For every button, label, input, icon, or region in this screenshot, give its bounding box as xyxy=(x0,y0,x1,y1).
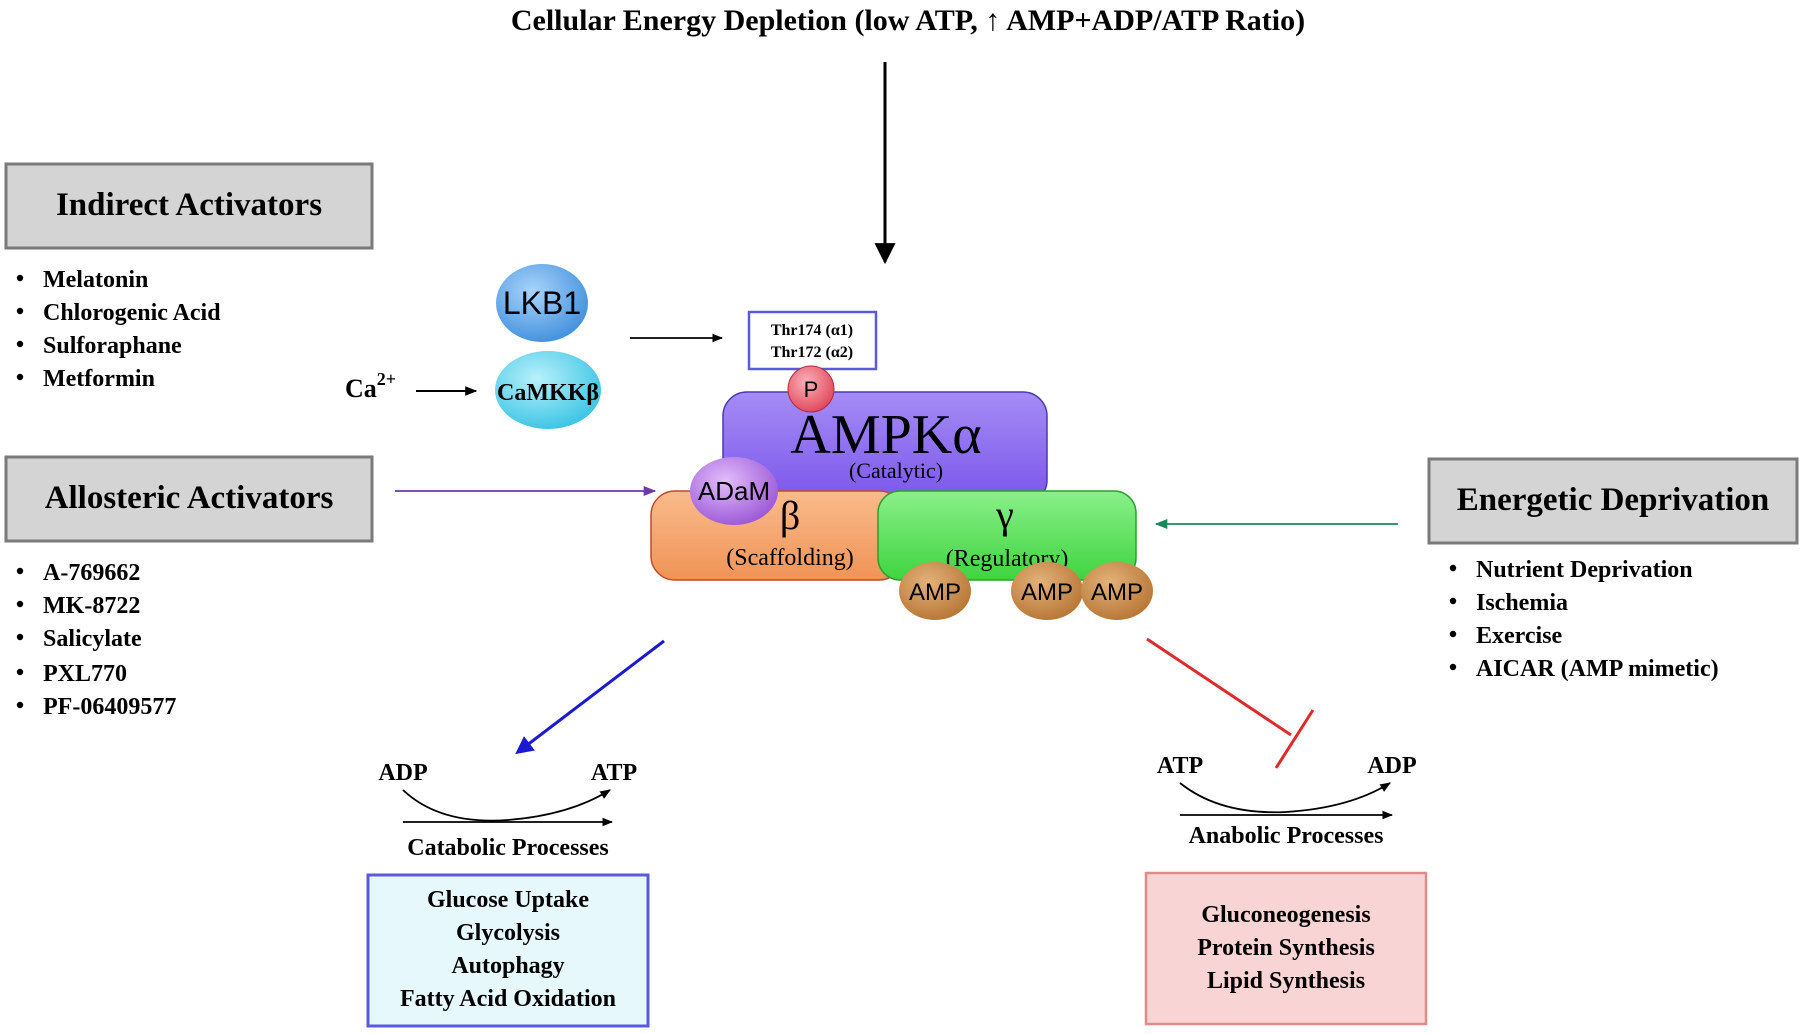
anabolic-outcome: Gluconeogenesis xyxy=(1201,902,1370,928)
phospho-site-line2: Thr172 (α2) xyxy=(771,344,853,361)
lkb1-node xyxy=(496,264,588,342)
catabolic-activation-arrow xyxy=(515,639,665,755)
anabolic-label: Anabolic Processes xyxy=(1189,823,1384,849)
bullet-icon xyxy=(16,274,24,282)
camkkb-label: CaMKKβ xyxy=(497,380,599,406)
ampk-complex: AMPKα (Catalytic) β (Scaffolding) γ (Reg… xyxy=(650,365,1153,620)
upstream-kinases: LKB1 CaMKKβ Ca2+ xyxy=(345,264,724,429)
phosphate-node xyxy=(787,365,835,413)
catabolic-to: ATP xyxy=(591,760,637,786)
energetic-item: Ischemia xyxy=(1476,590,1568,616)
anabolic-outcome: Protein Synthesis xyxy=(1197,935,1375,961)
energetic-item: AICAR (AMP mimetic) xyxy=(1476,656,1719,682)
catabolic-outcome: Glucose Uptake xyxy=(427,887,589,913)
amp-label: AMP xyxy=(1091,579,1143,606)
bullet-icon xyxy=(16,668,24,676)
allosteric-item: MK-8722 xyxy=(43,593,140,619)
catabolic-outcome: Fatty Acid Oxidation xyxy=(400,986,616,1012)
bullet-icon xyxy=(1449,564,1457,572)
anabolic-outcome: Lipid Synthesis xyxy=(1207,968,1365,994)
indirect-activators-panel: Indirect Activators Melatonin Chlorogeni… xyxy=(4,162,374,392)
energetic-item: Nutrient Deprivation xyxy=(1476,557,1693,583)
amp-label: AMP xyxy=(909,579,961,606)
bullet-icon xyxy=(16,633,24,641)
bullet-icon xyxy=(1449,663,1457,671)
energetic-deprivation-heading: Energetic Deprivation xyxy=(1457,482,1770,518)
adam-label: ADaM xyxy=(698,476,770,506)
bullet-icon xyxy=(16,600,24,608)
phospho-site-line1: Thr174 (α1) xyxy=(771,322,853,339)
allosteric-item: Salicylate xyxy=(43,626,142,652)
ampk-beta-symbol: β xyxy=(780,493,800,538)
calcium-charge: 2+ xyxy=(377,369,396,389)
energetic-item: Exercise xyxy=(1476,623,1563,649)
ampk-gamma-symbol: γ xyxy=(995,492,1014,537)
catabolic-outcome: Autophagy xyxy=(451,953,564,979)
catabolic-outcomes-box xyxy=(366,873,650,1028)
indirect-item: Chlorogenic Acid xyxy=(43,300,221,326)
indirect-activators-heading: Indirect Activators xyxy=(56,187,322,223)
allosteric-item: PF-06409577 xyxy=(43,694,176,720)
ampk-gamma-subunit xyxy=(877,490,1137,581)
calcium-base: Ca xyxy=(345,374,377,403)
amp-label: AMP xyxy=(1021,579,1073,606)
adam-site xyxy=(690,457,778,525)
anabolic-reaction-curve xyxy=(1179,782,1391,814)
amp-molecule xyxy=(1081,562,1153,620)
inhibition-bar xyxy=(1274,709,1315,769)
catabolic-reaction-curve xyxy=(402,789,611,822)
catabolic-outcome: Glycolysis xyxy=(456,920,560,946)
allosteric-activators-panel: Allosteric Activators A-769662 MK-8722 S… xyxy=(4,455,374,720)
ampk-alpha-role: (Catalytic) xyxy=(849,458,943,483)
ampk-alpha-name: AMPKα xyxy=(790,404,981,466)
phosphate-label: P xyxy=(804,377,819,402)
catabolic-label: Catabolic Processes xyxy=(407,835,609,861)
bullet-icon xyxy=(1449,630,1457,638)
anabolic-to: ADP xyxy=(1367,753,1416,779)
phospho-site-frame xyxy=(747,310,878,371)
bullet-icon xyxy=(16,373,24,381)
bullet-icon xyxy=(16,307,24,315)
indirect-activators-header xyxy=(4,162,374,250)
allosteric-activators-heading: Allosteric Activators xyxy=(45,480,334,516)
allosteric-activators-list: A-769662 MK-8722 Salicylate PXL770 PF-06… xyxy=(16,560,176,720)
indirect-activators-list: Melatonin Chlorogenic Acid Sulforaphane … xyxy=(16,267,221,392)
camkkb-node xyxy=(495,351,601,429)
amp-molecule xyxy=(899,562,971,620)
anabolic-from: ATP xyxy=(1157,753,1203,779)
bullet-icon xyxy=(1449,597,1457,605)
energetic-deprivation-header xyxy=(1427,457,1799,545)
catabolic-from: ADP xyxy=(378,760,427,786)
amp-molecule xyxy=(1011,562,1083,620)
indirect-item: Sulforaphane xyxy=(43,333,182,359)
inhibition-line xyxy=(1146,637,1292,737)
diagram-title: Cellular Energy Depletion (low ATP, ↑ AM… xyxy=(511,4,1305,37)
allosteric-item: A-769662 xyxy=(43,560,140,586)
indirect-item: Metformin xyxy=(43,366,155,392)
ampk-beta-role: (Scaffolding) xyxy=(726,545,854,571)
indirect-item: Melatonin xyxy=(43,267,148,293)
bullet-icon xyxy=(16,567,24,575)
catabolic-processes: ADP ATP Catabolic Processes Glucose Upta… xyxy=(366,760,650,1028)
energetic-deprivation-panel: Energetic Deprivation Nutrient Deprivati… xyxy=(1427,457,1799,682)
calcium-label: Ca2+ xyxy=(345,369,396,403)
energetic-deprivation-list: Nutrient Deprivation Ischemia Exercise A… xyxy=(1449,557,1719,682)
lkb1-label: LKB1 xyxy=(503,285,581,321)
anabolic-outcomes-box xyxy=(1144,871,1428,1026)
bullet-icon xyxy=(16,701,24,709)
phospho-site-box: Thr174 (α1) Thr172 (α2) xyxy=(747,310,878,371)
allosteric-activators-header xyxy=(4,455,374,543)
bullet-icon xyxy=(16,340,24,348)
allosteric-item: PXL770 xyxy=(43,661,127,687)
anabolic-processes: ATP ADP Anabolic Processes Gluconeogenes… xyxy=(1144,753,1428,1026)
anabolic-inhibition-arrow xyxy=(1146,637,1315,769)
